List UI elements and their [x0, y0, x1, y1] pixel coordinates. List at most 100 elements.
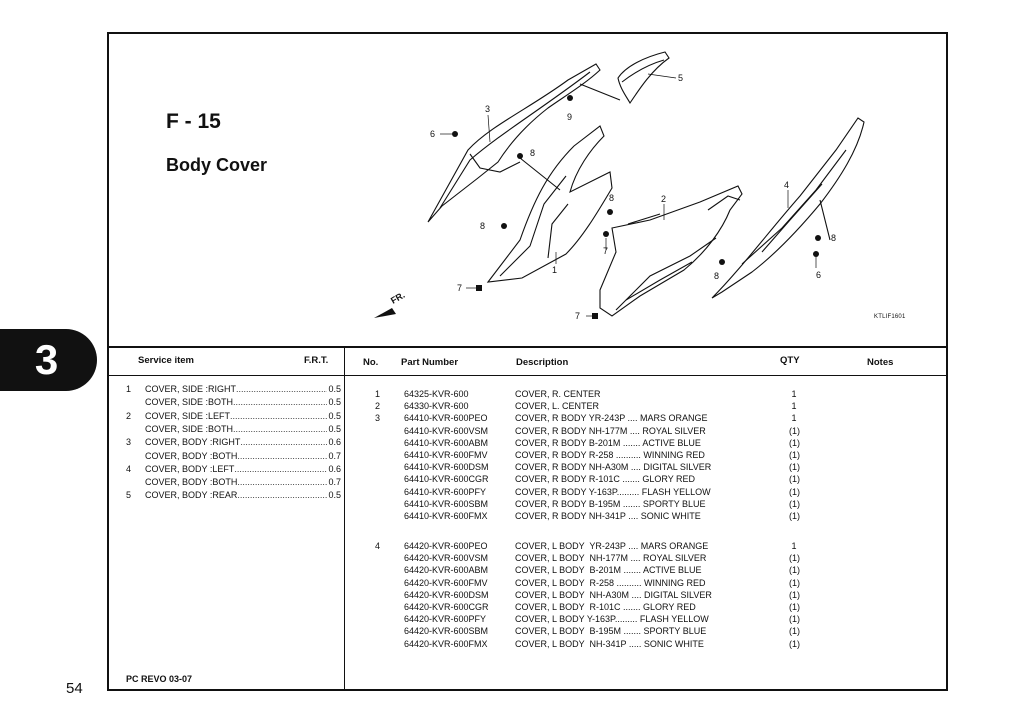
service-item-name: COVER, SIDE :LEFT	[145, 411, 327, 424]
part-qty: 1	[791, 413, 797, 424]
callout-7: 7	[457, 283, 462, 293]
part-qty: (1)	[789, 602, 800, 612]
side-cover-left-part	[599, 185, 743, 317]
parts-row: 64410-KVR-600CGR COVER, R BODY R-101C ...…	[364, 474, 864, 486]
fr-direction-arrow: FR.	[374, 290, 407, 318]
side-cover-right-part	[486, 125, 613, 283]
service-item-no	[126, 424, 145, 437]
service-item-no	[126, 397, 145, 410]
service-item-name: COVER, BODY :REAR	[145, 490, 327, 503]
service-item-frt: 0.7	[328, 450, 341, 461]
page-number: 54	[66, 680, 83, 697]
parts-row: 64420-KVR-600FMX COVER, L BODY NH-341P ..…	[364, 639, 864, 651]
service-item-header: Service item	[138, 355, 194, 366]
part-number: 64420-KVR-600SBM	[404, 626, 489, 637]
part-number: 64410-KVR-600PEO	[404, 413, 488, 424]
no-header: No.	[363, 357, 379, 368]
part-number: 64410-KVR-600CGR	[404, 474, 489, 485]
page-frame	[107, 32, 948, 691]
part-qty: 1	[791, 401, 797, 412]
callout-8: 8	[530, 148, 535, 158]
part-description: COVER, L BODY R-101C ....... GLORY RED	[515, 602, 696, 612]
callout-7: 7	[603, 246, 608, 256]
parts-row: 64410-KVR-600VSM COVER, R BODY NH-177M ..…	[364, 426, 864, 438]
part-description: COVER, L BODY R-258 .......... WINNING R…	[515, 577, 706, 588]
part-description: COVER, L BODY B-195M ....... SPORTY BLUE	[515, 626, 707, 637]
part-description: COVER, R BODY NH-177M .... ROYAL SILVER	[515, 425, 706, 436]
part-ref-no: 3	[375, 413, 381, 424]
part-ref-no: 4	[375, 541, 381, 551]
body-cover-right-part	[427, 63, 601, 223]
service-item-frt: 0.7	[328, 477, 341, 488]
service-item-row: COVER, SIDE :BOTH0.5	[126, 397, 341, 410]
section-tab: 3	[0, 329, 97, 391]
service-item-name: COVER, BODY :LEFT	[145, 464, 327, 477]
part-ref-no: 1	[375, 389, 381, 399]
service-item-no: 3	[126, 437, 132, 448]
callout-7: 7	[575, 311, 580, 321]
part-qty: 1	[791, 389, 797, 399]
part-description: COVER, L BODY NH-177M .... ROYAL SILVER	[515, 553, 707, 564]
callout-8: 8	[609, 193, 614, 203]
service-item-frt: 0.6	[328, 463, 341, 474]
service-item-row: 4 COVER, BODY :LEFT0.6	[126, 464, 341, 477]
part-description: COVER, R BODY NH-A30M .... DIGITAL SILVE…	[515, 462, 712, 473]
part-qty: (1)	[789, 462, 800, 473]
service-item-no: 2	[126, 410, 132, 421]
service-item-row: COVER, BODY :BOTH0.7	[126, 477, 341, 490]
column-divider	[344, 346, 345, 691]
callout-3: 3	[485, 104, 490, 114]
part-qty: (1)	[789, 425, 800, 436]
qty-header: QTY	[780, 355, 800, 366]
part-number: 64410-KVR-600FMV	[404, 450, 488, 460]
part-description: COVER, R. CENTER	[515, 389, 601, 399]
diagram-id: KTLIF1601	[874, 314, 906, 320]
figure-code: F - 15	[166, 110, 221, 133]
callout-5: 5	[678, 73, 683, 83]
callout-6: 6	[816, 270, 821, 280]
body-cover-left-part	[711, 117, 865, 299]
frt-header: F.R.T.	[304, 355, 329, 366]
service-item-no: 5	[126, 490, 132, 501]
callout-6: 6	[430, 129, 435, 139]
part-description: COVER, L. CENTER	[515, 401, 600, 412]
service-item-name: COVER, BODY :BOTH	[145, 451, 327, 464]
service-item-name: COVER, BODY :RIGHT	[145, 437, 327, 450]
service-item-name: COVER, BODY :BOTH	[145, 477, 327, 490]
part-number: 64410-KVR-600SBM	[404, 498, 489, 509]
part-description: COVER, L BODY NH-341P ..... SONIC WHITE	[515, 638, 704, 649]
service-item-name: COVER, SIDE :BOTH	[145, 397, 327, 410]
part-number: 64420-KVR-600FMX	[404, 638, 488, 649]
service-item-frt: 0.5	[328, 410, 341, 421]
service-item-frt: 0.5	[328, 423, 341, 434]
callout-4: 4	[784, 180, 789, 190]
part-qty: (1)	[789, 474, 800, 485]
service-item-frt: 0.5	[328, 490, 341, 501]
service-header-rule	[109, 375, 344, 376]
section-divider	[107, 346, 948, 348]
part-qty: (1)	[789, 450, 800, 460]
service-item-no	[126, 477, 145, 490]
part-description: COVER, L BODY NH-A30M .... DIGITAL SILVE…	[515, 589, 712, 600]
description-header: Description	[516, 357, 569, 368]
part-qty: (1)	[789, 437, 800, 448]
service-item-name: COVER, SIDE :RIGHT	[145, 384, 327, 397]
callout-1: 1	[552, 265, 557, 275]
part-description: COVER, L BODY Y-163P......... FLASH YELL…	[515, 614, 709, 625]
part-number: 64410-KVR-600VSM	[404, 425, 489, 436]
service-item-no: 4	[126, 463, 132, 474]
service-item-frt: 0.5	[328, 384, 341, 394]
part-description: COVER, R BODY R-101C ....... GLORY RED	[515, 474, 696, 485]
part-number: 64410-KVR-600FMX	[404, 511, 488, 521]
